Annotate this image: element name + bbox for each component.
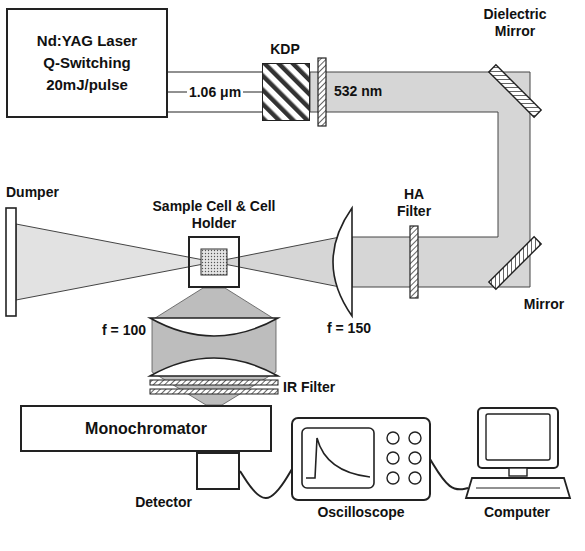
- part-label: f = 100: [72, 322, 146, 339]
- beam-outline: [168, 111, 262, 112]
- part-label: IR Filter: [283, 379, 363, 396]
- lens: [150, 318, 278, 336]
- decay-trace: [306, 438, 370, 478]
- mirror: [489, 237, 541, 289]
- part-label: Detector: [110, 494, 192, 511]
- emission-cone: [152, 288, 276, 405]
- part-label-box: f = 150: [312, 320, 386, 337]
- signal-cable: [430, 459, 468, 489]
- monitor-stand: [509, 468, 527, 476]
- oscilloscope-screen: [302, 428, 374, 488]
- knob: [409, 452, 421, 464]
- part-label-box: IR Filter: [283, 379, 363, 396]
- lens: [333, 208, 352, 316]
- dielectric-mirror: [489, 65, 541, 117]
- sample-cell-holder: Sample Cell & Cell Holder: [188, 236, 240, 288]
- knob: [387, 472, 399, 484]
- filter-plate: [318, 58, 326, 126]
- box-text: 20mJ/pulse: [46, 76, 128, 94]
- diverging-beam: [16, 224, 214, 300]
- knob: [387, 452, 399, 464]
- beam-label: 1.06 μm: [189, 84, 241, 101]
- crystal-hatch: [262, 63, 310, 121]
- knob: [387, 432, 399, 444]
- edge-label-box: 1.06 μm: [187, 84, 243, 101]
- part-label: Computer: [467, 504, 567, 521]
- box-text: Monochromator: [85, 419, 207, 438]
- part-label-box: Dielectric Mirror: [470, 6, 560, 40]
- monitor: [478, 408, 558, 468]
- process-box: Monochromator: [20, 405, 272, 452]
- part-label: HA Filter: [388, 186, 440, 220]
- box-text: Q-Switching: [43, 54, 131, 72]
- oscilloscope: Oscilloscope: [292, 418, 430, 500]
- crystal-box: KDP: [262, 63, 310, 121]
- focused-beam: [214, 237, 340, 287]
- sample-cuvette: [201, 249, 227, 275]
- part-label: Oscilloscope: [296, 504, 426, 521]
- monitor-screen: [486, 414, 550, 460]
- part-label: Dumper: [6, 184, 76, 201]
- beam-dumper: [6, 208, 16, 316]
- part-label: Mirror: [512, 296, 576, 313]
- part-label-box: Mirror: [512, 296, 576, 313]
- box-text: Nd:YAG Laser: [37, 32, 137, 50]
- oscilloscope-body: [292, 418, 430, 500]
- detector-box: Detector: [196, 452, 240, 490]
- part-label: 532 nm: [334, 83, 404, 100]
- part-label: f = 150: [312, 320, 386, 337]
- part-label-box: 532 nm: [334, 83, 404, 100]
- mirror-plate: [489, 65, 541, 117]
- filter-plate: [150, 380, 278, 385]
- knob: [409, 432, 421, 444]
- laser-box: Nd:YAG LaserQ-Switching 20mJ/pulse: [6, 8, 168, 118]
- knob: [409, 472, 421, 484]
- part-label: KDP: [255, 41, 315, 58]
- computer: Computer: [468, 408, 566, 500]
- mirror-plate: [489, 237, 541, 289]
- part-label: Dielectric Mirror: [470, 6, 560, 40]
- filter-plate: [410, 226, 418, 298]
- part-label: Sample Cell & Cell Holder: [144, 198, 284, 232]
- keyboard: [466, 478, 570, 498]
- beam-outline: [168, 71, 262, 72]
- lens: [150, 358, 278, 376]
- keyboard-keys: [476, 488, 560, 489]
- part-label-box: f = 100: [72, 322, 146, 339]
- filter-plate: [150, 389, 278, 394]
- signal-cable: [240, 469, 292, 498]
- part-label-box: HA Filter: [388, 186, 440, 220]
- part-label-box: Dumper: [6, 184, 76, 201]
